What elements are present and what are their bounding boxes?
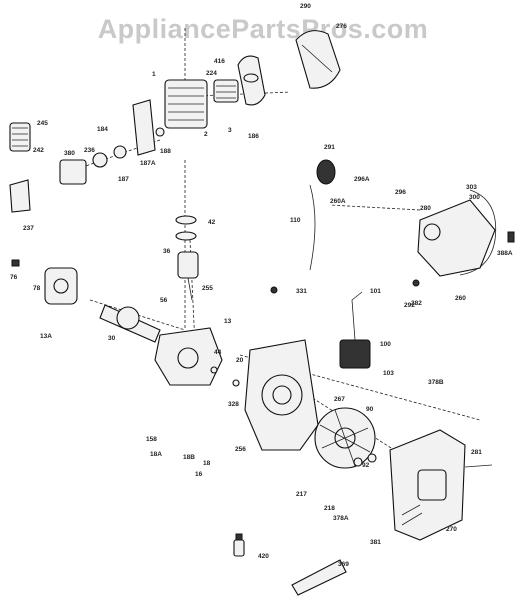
engine-housing-part	[244, 339, 319, 451]
callout-282: 282	[411, 300, 422, 307]
ignition-coil-part	[339, 291, 371, 369]
callout-186: 186	[248, 133, 259, 140]
callout-280: 280	[420, 205, 431, 212]
callout-188: 188	[160, 148, 171, 155]
callout-292: 292	[404, 302, 415, 309]
callout-90: 90	[366, 406, 374, 413]
callout-260: 260	[455, 295, 466, 302]
callout-255: 255	[202, 285, 213, 292]
callout-378b: 378B	[428, 379, 444, 386]
assembly-lines	[59, 28, 497, 461]
callout-92: 92	[362, 462, 370, 469]
callout-76: 76	[10, 274, 18, 281]
callout-328: 328	[228, 401, 239, 408]
callout-270: 270	[446, 526, 457, 533]
callout-224: 224	[206, 70, 217, 77]
callout-369: 369	[338, 561, 349, 568]
callout-36: 36	[163, 248, 171, 255]
callout-388a: 388A	[497, 250, 513, 257]
callout-290: 290	[300, 3, 311, 10]
callout-281: 281	[471, 449, 482, 456]
callout-296: 296	[395, 189, 406, 196]
callout-242: 242	[33, 147, 44, 154]
callout-303: 303	[466, 184, 477, 191]
crankcase-cover-part	[44, 267, 78, 305]
callout-100: 100	[380, 341, 391, 348]
callout-56: 56	[160, 297, 168, 304]
callout-296a: 296A	[354, 176, 370, 183]
callout-30: 30	[108, 335, 116, 342]
callout-18: 18	[203, 460, 211, 467]
callout-378a: 378A	[333, 515, 349, 522]
callout-187: 187	[118, 176, 129, 183]
callout-276: 276	[336, 23, 347, 30]
starter-pulley-part	[316, 159, 336, 185]
callout-16: 16	[195, 471, 203, 478]
callout-300: 300	[469, 194, 480, 201]
bottle-part	[233, 533, 245, 557]
callout-380: 380	[64, 150, 75, 157]
callout-2: 2	[204, 131, 208, 138]
fuel-tank-part	[417, 199, 496, 277]
watermark: AppliancePartsPros.com	[97, 14, 429, 44]
callout-3: 3	[228, 127, 232, 134]
callout-13a: 13A	[40, 333, 52, 340]
cylinder-part	[164, 79, 208, 129]
carburetor-part	[9, 145, 127, 213]
gasket-plate-part	[132, 99, 165, 156]
cover-part-276	[295, 30, 341, 89]
callout-110: 110	[290, 217, 301, 224]
callout-78: 78	[33, 285, 41, 292]
callout-416: 416	[214, 58, 225, 65]
cover-part-290	[237, 55, 266, 106]
callout-245: 245	[37, 120, 48, 127]
callout-13: 13	[224, 318, 232, 325]
callout-103: 103	[383, 370, 394, 377]
small-hardware-parts	[11, 231, 515, 468]
crankcase-part	[154, 327, 223, 386]
tube-part	[291, 559, 347, 596]
callout-267: 267	[334, 396, 345, 403]
callout-101: 101	[370, 288, 381, 295]
callout-218: 218	[324, 505, 335, 512]
callout-420: 420	[258, 553, 269, 560]
callout-42: 42	[208, 219, 216, 226]
callout-1: 1	[152, 71, 156, 78]
callout-44: 44	[214, 349, 222, 356]
callout-217: 217	[296, 491, 307, 498]
callout-187a: 187A	[140, 160, 156, 167]
callout-256: 256	[235, 446, 246, 453]
callout-18a: 18A	[150, 451, 162, 458]
callout-381: 381	[370, 539, 381, 546]
callout-260a: 260A	[330, 198, 346, 205]
callout-236: 236	[84, 147, 95, 154]
callout-331: 331	[296, 288, 307, 295]
callout-20: 20	[236, 357, 244, 364]
callout-158: 158	[146, 436, 157, 443]
flywheel-part	[314, 407, 376, 469]
callout-291: 291	[324, 144, 335, 151]
piston-part	[175, 215, 199, 301]
air-filter-part	[9, 122, 31, 152]
callout-237: 237	[23, 225, 34, 232]
callout-18b: 18B	[183, 454, 195, 461]
crankshaft-part	[99, 304, 161, 343]
recoil-housing-part	[389, 429, 466, 541]
muffler-guard-part	[213, 79, 239, 103]
callout-184: 184	[97, 126, 108, 133]
